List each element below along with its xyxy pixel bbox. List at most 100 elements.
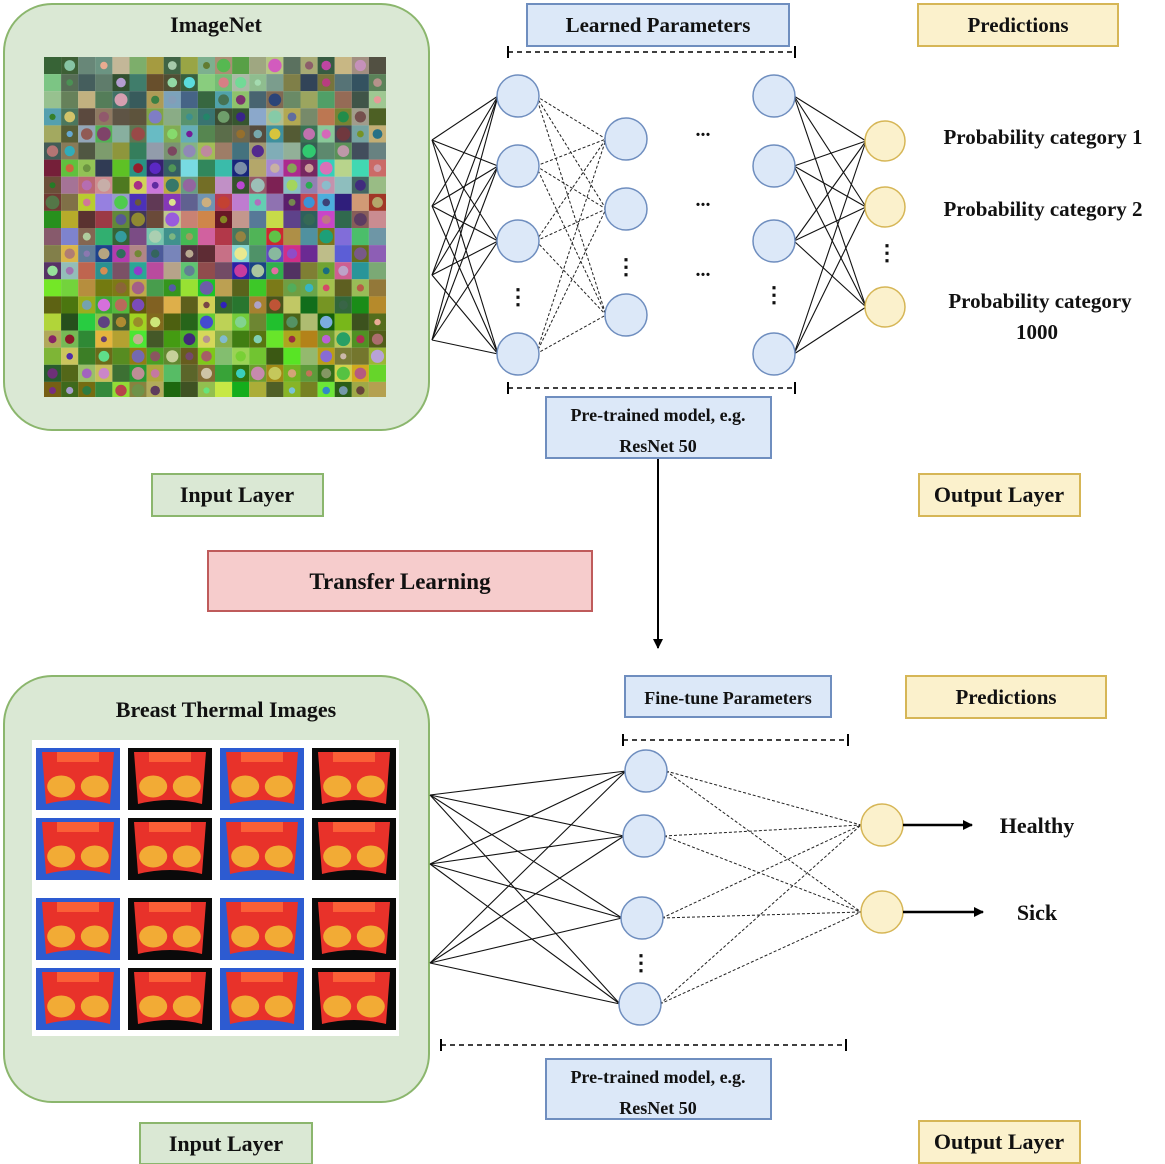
connection-line: [429, 794, 623, 919]
mosaic-detail: [305, 181, 313, 189]
mosaic-tile: [163, 364, 181, 382]
network-node: [496, 74, 540, 118]
finetune-parameters-label: Fine-tune Parameters: [644, 688, 811, 708]
thermal-hotspot: [47, 925, 76, 948]
mosaic-tile: [283, 262, 301, 280]
healthy-label: Healthy: [1000, 813, 1075, 838]
mosaic-tile: [95, 193, 113, 211]
mosaic-detail: [250, 178, 265, 193]
mosaic-tile: [197, 176, 215, 194]
mosaic-detail: [168, 284, 176, 292]
connection-line: [431, 95, 499, 207]
mosaic-tile: [266, 176, 284, 194]
mosaic-detail: [148, 110, 162, 124]
mosaic-detail: [287, 112, 297, 122]
mosaic-detail: [355, 179, 366, 191]
thermal-hotspot: [57, 902, 99, 912]
mosaic-tile: [95, 381, 113, 397]
mosaic-detail: [100, 267, 108, 275]
mosaic-detail: [268, 110, 282, 124]
output-label-2: Probability category 2: [943, 197, 1142, 221]
connection-line: [793, 140, 867, 242]
mosaic-tile: [44, 279, 62, 297]
connection-line: [431, 205, 499, 355]
mosaic-tile: [163, 313, 181, 331]
mosaic-detail: [268, 58, 282, 73]
mosaic-tile: [129, 142, 147, 160]
mosaic-detail: [235, 77, 247, 89]
transfer-learning-box: [207, 550, 593, 612]
mosaic-tile: [129, 91, 147, 109]
mosaic-detail: [115, 214, 127, 225]
thermal-hotspot: [149, 752, 191, 762]
connection-line: [793, 140, 867, 167]
mosaic-detail: [185, 249, 194, 258]
connection-line: [793, 306, 867, 355]
output-node: [864, 120, 906, 162]
mosaic-tile: [95, 74, 113, 92]
mosaic-tile: [317, 142, 335, 160]
mosaic-detail: [268, 247, 282, 261]
mosaic-tile: [78, 142, 96, 160]
mosaic-tile: [129, 108, 147, 126]
thermal-hotspot: [172, 775, 201, 798]
mosaic-detail: [64, 145, 75, 157]
connection-line: [429, 863, 621, 1005]
mosaic-detail: [66, 79, 73, 86]
mosaic-detail: [200, 145, 213, 157]
connection-line: [535, 165, 607, 316]
mosaic-tile: [232, 279, 250, 297]
ellipsis-vertical: ⋮: [876, 240, 898, 265]
connection-line: [535, 240, 607, 316]
mosaic-tile: [61, 279, 79, 297]
mosaic-tile: [283, 74, 301, 92]
mosaic-tile: [44, 125, 62, 143]
mosaic-detail: [373, 164, 382, 172]
mosaic-detail: [98, 368, 110, 379]
output-node: [860, 803, 904, 847]
mosaic-tile: [112, 159, 130, 177]
mosaic-tile: [163, 108, 181, 126]
mosaic-detail: [150, 317, 161, 328]
mosaic-tile: [283, 296, 301, 314]
network-node: [752, 74, 796, 118]
mosaic-tile: [44, 159, 62, 177]
mosaic-detail: [321, 60, 332, 71]
mosaic-tile: [300, 296, 318, 314]
thermal-hotspot: [231, 775, 260, 798]
mosaic-detail: [304, 163, 314, 173]
mosaic-detail: [356, 335, 365, 344]
mosaic-detail: [354, 213, 367, 226]
mosaic-tile: [95, 228, 113, 246]
mosaic-tile: [44, 57, 62, 75]
mosaic-tile: [112, 347, 130, 365]
network-node: [752, 144, 796, 188]
mosaic-tile: [266, 210, 284, 228]
mosaic-tile: [266, 193, 284, 211]
mosaic-detail: [322, 198, 331, 207]
mosaic-detail: [336, 366, 350, 380]
mosaic-detail: [116, 77, 126, 88]
mosaic-detail: [131, 298, 145, 312]
mosaic-detail: [337, 111, 349, 123]
mosaic-detail: [268, 93, 282, 107]
mosaic-detail: [46, 145, 59, 157]
bottom-nodes: [618, 749, 904, 1026]
mosaic-detail: [168, 95, 177, 104]
mosaic-tile: [78, 347, 96, 365]
mosaic-detail: [64, 60, 76, 71]
mosaic-detail: [201, 367, 212, 379]
mosaic-tile: [368, 176, 386, 194]
connection-line: [429, 794, 621, 1005]
top-model-line2: ResNet 50: [619, 436, 696, 456]
output-node: [864, 286, 906, 328]
mosaic-detail: [116, 249, 126, 259]
thermal-hotspot: [139, 845, 168, 868]
mosaic-detail: [184, 265, 195, 277]
mosaic-detail: [217, 111, 230, 123]
mosaic-detail: [115, 316, 127, 328]
thermal-hotspot: [333, 752, 375, 762]
connection-line: [665, 770, 862, 826]
ellipsis-horizontal: ...: [696, 189, 711, 211]
output-label-1000-line2: 1000: [1016, 320, 1058, 344]
